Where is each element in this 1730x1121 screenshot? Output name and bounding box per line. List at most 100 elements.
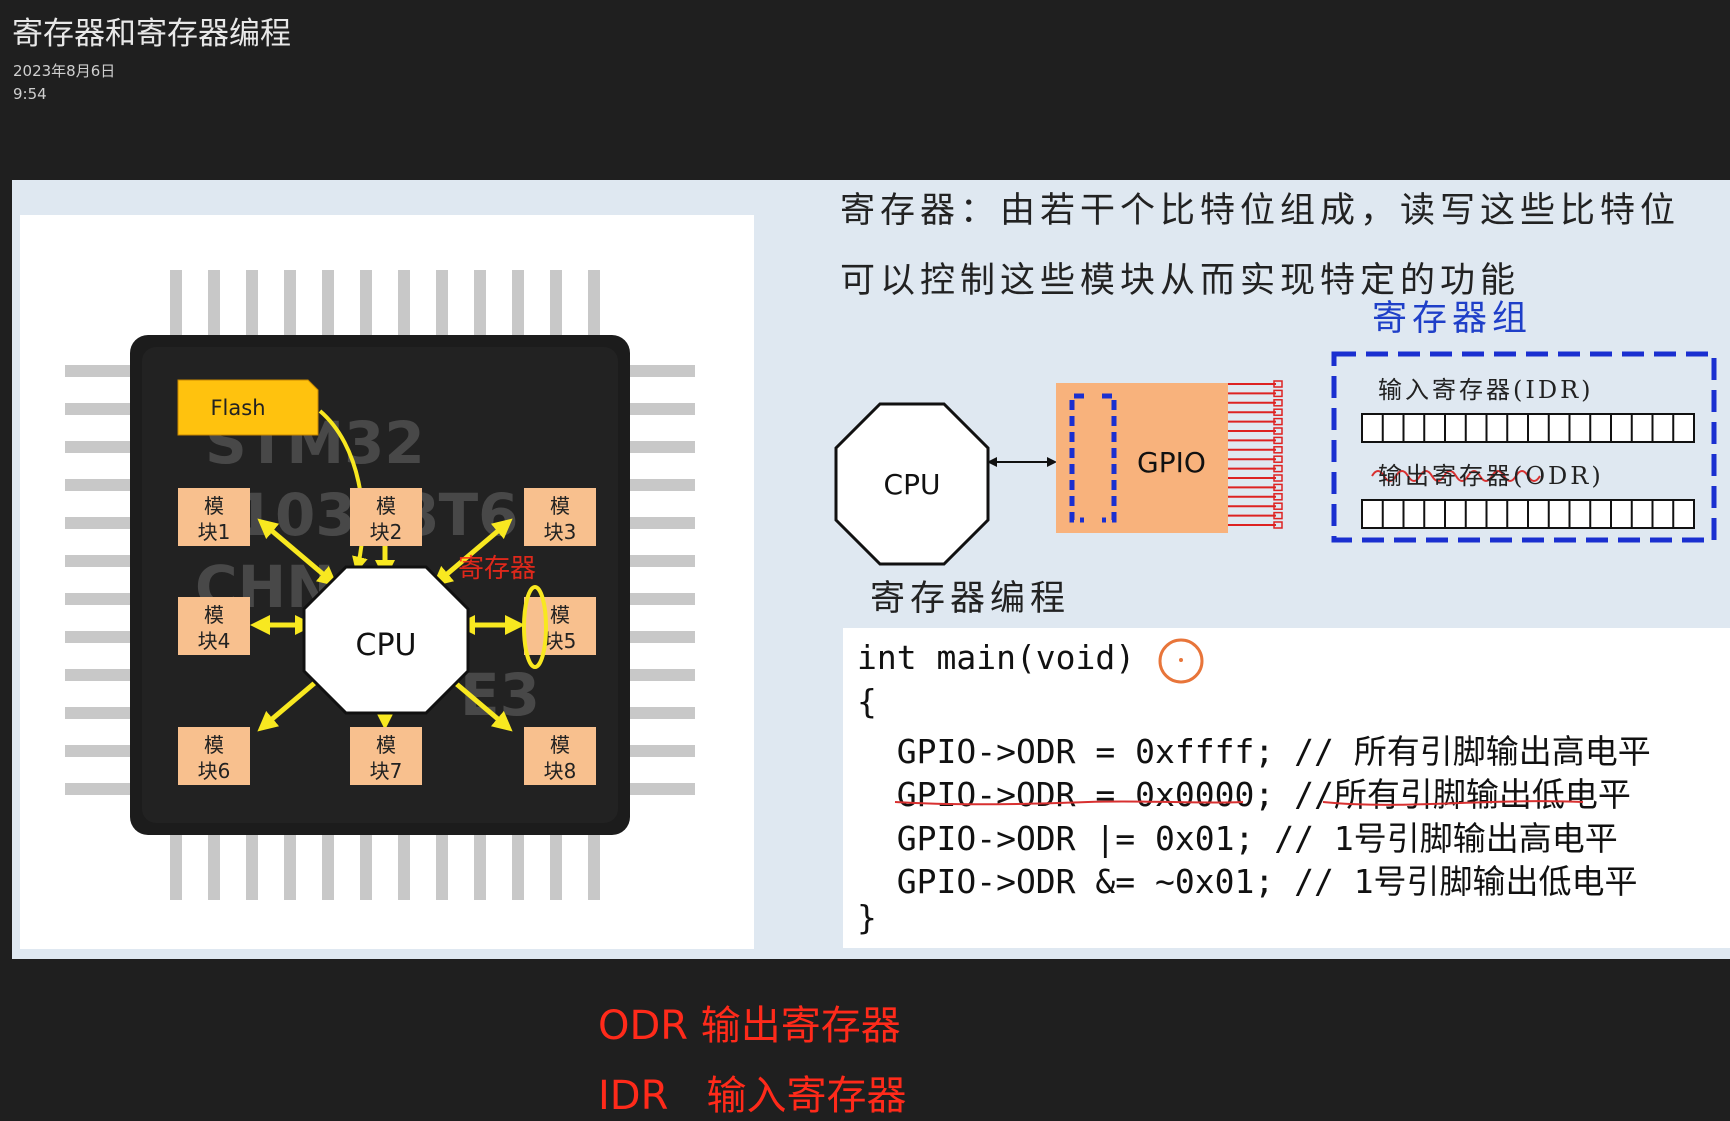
svg-text:模: 模	[204, 603, 224, 627]
chip-pin	[398, 270, 410, 335]
gpio-pin-end	[1273, 427, 1283, 435]
code-line-7: }	[857, 898, 877, 937]
module-7: 模 块7	[350, 727, 422, 785]
code-line-3: GPIO->ODR = 0xffff; // 所有引脚输出高电平	[857, 732, 1651, 771]
caption-line-2: 可以控制这些模块从而实现特定的功能	[840, 261, 1521, 301]
chip-pin	[360, 835, 372, 900]
chip-pin	[630, 745, 695, 757]
gpio-pin-end	[1273, 502, 1283, 510]
note-date: 2023年8月6日	[13, 62, 116, 80]
chip-cpu-octagon	[302, 565, 470, 715]
chip-pin	[630, 783, 695, 795]
code-line-1: int main(void)	[857, 638, 1136, 677]
module-5: 模 块5	[524, 597, 596, 655]
svg-text:模: 模	[204, 494, 224, 518]
svg-text:块4: 块4	[198, 629, 231, 653]
module-6: 模 块6	[178, 727, 250, 785]
chip-pin	[630, 593, 695, 605]
gpio-pin-end	[1273, 474, 1283, 482]
svg-text:块2: 块2	[370, 520, 403, 544]
chip-pin	[630, 555, 695, 567]
chip-pin	[322, 270, 334, 335]
module-1: 模 块1	[178, 488, 250, 546]
svg-text:模: 模	[376, 494, 396, 518]
chip-pin	[630, 441, 695, 453]
chip-pin	[208, 835, 220, 900]
odr-label: 输出寄存器(ODR)	[1378, 462, 1604, 490]
module-8: 模 块8	[524, 727, 596, 785]
register-label: 寄存器	[458, 554, 536, 584]
note-idr: IDR 输入寄存器	[598, 1073, 907, 1119]
chip-pin	[630, 403, 695, 415]
gpio-pin-end	[1273, 417, 1283, 426]
chip-pin	[65, 707, 130, 719]
chip-pin	[65, 441, 130, 453]
chip-pin	[208, 270, 220, 335]
chip-pin	[246, 835, 258, 900]
chip-pin	[474, 835, 486, 900]
caption-line-1: 寄存器：由若干个比特位组成，读写这些比特位	[840, 191, 1681, 231]
chip-pin	[550, 835, 562, 900]
chip-pin	[170, 270, 182, 335]
chip-pin	[630, 707, 695, 719]
svg-text:块5: 块5	[544, 629, 577, 653]
gpio-pin-end	[1273, 399, 1283, 407]
module-4: 模 块4	[178, 597, 250, 655]
chip-pin	[246, 270, 258, 335]
chip-pin	[630, 631, 695, 643]
chip-pin	[436, 270, 448, 335]
chip-pin	[65, 593, 130, 605]
chip-pin	[65, 783, 130, 795]
flash-label: Flash	[210, 396, 265, 420]
module-3: 模 块3	[524, 488, 596, 546]
chip-pin	[65, 555, 130, 567]
code-block: int main(void) { GPIO->ODR = 0xffff; // …	[843, 628, 1730, 948]
chip-pin	[630, 479, 695, 491]
odr-handwritten-marks	[1371, 470, 1541, 482]
chip-pin	[360, 270, 372, 335]
chip-pin	[474, 270, 486, 335]
note-title: 寄存器和寄存器编程	[12, 16, 291, 52]
code-line-4: GPIO->ODR = 0x0000; //所有引脚输出低电平	[857, 775, 1631, 814]
gpio-label: GPIO	[1137, 446, 1206, 479]
annotation-underline	[894, 800, 1584, 806]
note-odr: ODR 输出寄存器	[598, 1003, 901, 1049]
flash-block	[177, 379, 319, 436]
gpio-pin-end	[1273, 464, 1283, 473]
chip-cpu-label: CPU	[356, 628, 417, 663]
svg-text:模: 模	[204, 733, 224, 757]
chip-pin	[322, 835, 334, 900]
idr-bits	[1361, 413, 1695, 443]
svg-text:块7: 块7	[370, 759, 403, 783]
gpio-register-bracket	[1069, 393, 1117, 523]
chip-pin	[65, 365, 130, 377]
chip-pin	[512, 835, 524, 900]
code-line-6: GPIO->ODR &= ~0x01; // 1号引脚输出低电平	[857, 862, 1638, 901]
gpio-diagram: CPU GPIO	[834, 351, 1717, 566]
code-line-5: GPIO->ODR |= 0x01; // 1号引脚输出高电平	[857, 819, 1618, 858]
svg-text:块6: 块6	[198, 759, 231, 783]
gpio-pin-end	[1273, 436, 1283, 445]
register-group-box	[1331, 351, 1717, 543]
svg-text:块3: 块3	[544, 520, 577, 544]
cpu-octagon	[834, 402, 990, 566]
cpu-label: CPU	[884, 468, 941, 501]
chip-pin	[284, 835, 296, 900]
chip-pin	[630, 669, 695, 681]
code-annotations	[894, 638, 1584, 806]
chip-pin	[170, 835, 182, 900]
svg-text:模: 模	[550, 494, 570, 518]
chip-pin	[65, 479, 130, 491]
svg-text:模: 模	[550, 733, 570, 757]
svg-text:块1: 块1	[198, 520, 231, 544]
module-2: 模 块2	[350, 488, 422, 546]
chip-pin	[512, 270, 524, 335]
chip-pin	[550, 270, 562, 335]
odr-bits	[1361, 499, 1695, 529]
chip-diagram: STM32 F103C8T6 CHN E3 Flash	[65, 270, 695, 900]
chip-pins	[65, 270, 695, 900]
chip-pin	[588, 835, 600, 900]
register-ellipse	[522, 585, 548, 669]
gpio-pin-end	[1273, 389, 1283, 398]
chip-pin	[436, 835, 448, 900]
